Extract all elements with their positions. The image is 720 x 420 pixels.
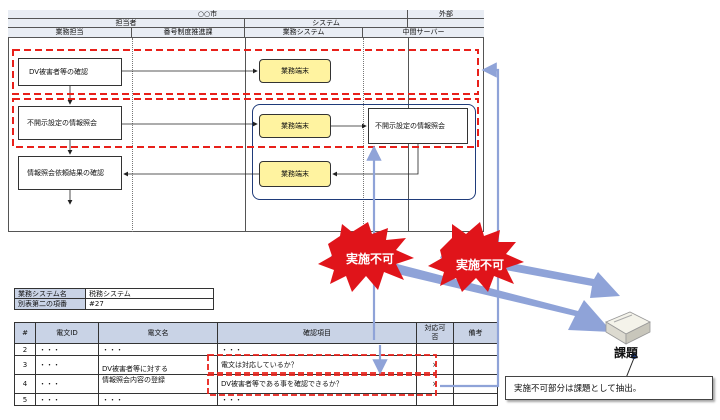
row-note [453,393,498,406]
highlight-row-3 [207,354,437,374]
header-system: システム [245,19,408,28]
server-nondisclosure-query-label: 不開示設定の情報照会 [375,122,445,130]
terminal-2: 業務端末 [259,114,331,138]
process-dv-check: DV被害者等の確認 [18,58,122,86]
issue-callout-text: 実施不可部分は課題として抽出。 [514,384,642,394]
infeasible-burst-1 [318,222,414,292]
infeasible-label-1: 実施不可 [345,252,394,266]
lane-header-bango-seido: 番号制度推進課 [132,28,245,38]
terminal-2-label: 業務端末 [281,122,309,130]
terminal-3: 業務端末 [259,161,331,187]
table-header-row: # 電文ID 電文名 確認項目 対応可否 備考 [14,322,498,344]
terminal-1: 業務端末 [259,59,331,83]
infeasible-burst-2 [428,222,524,292]
process-result-check-label: 情報照会依頼結果の確認 [27,169,104,177]
callout-pointer [625,357,635,379]
lane-divider [132,38,133,232]
table-row: 2 ・・・ ・・・ ・・・ [14,343,498,356]
row-name: ・・・ [98,393,218,406]
process-nondisclosure-query-label: 不開示設定の情報照会 [27,119,97,127]
header-external-spacer [408,19,484,28]
terminal-3-label: 業務端末 [281,170,309,178]
terminal-1-label: 業務端末 [281,67,309,75]
spec-label-system: 業務システム名 [14,288,86,299]
table-row: 4 ・・・ 情報照会内容の登録 DV被害者等である事を確認できるか？ × [14,374,498,394]
link-arrow [440,62,500,388]
highlight-dv-check [12,49,479,95]
system-frame [252,104,476,200]
lane-header-gyomu-tanto: 業務担当 [8,28,132,38]
lane-divider [245,38,246,232]
spec-value-system: 税務システム [86,288,214,299]
table-row: 5 ・・・ ・・・ ・・・ [14,393,498,406]
flow-arrow [332,144,419,177]
issue-callout: 実施不可部分は課題として抽出。 [505,376,713,400]
callout-pointer-dot [631,353,637,359]
header-staff: 担当者 [8,19,245,28]
header-external: 外部 [408,10,484,19]
infeasible-label-2: 実施不可 [455,258,504,272]
lane-header-gyomu-system: 業務システム [245,28,363,38]
spec-label-item: 別表第二の項番 [14,299,86,310]
row-check: ・・・ [217,393,417,406]
issue-box-icon [605,311,651,345]
issue-arrow [330,248,612,332]
highlight-row-4 [207,374,437,396]
spec-value-item: #27 [86,299,214,310]
process-dv-check-label: DV被害者等の確認 [29,68,89,76]
process-result-check: 情報照会依頼結果の確認 [18,156,122,190]
lane-divider [363,38,364,232]
server-nondisclosure-query: 不開示設定の情報照会 [368,108,468,144]
highlight-nondisclosure [12,98,479,148]
process-nondisclosure-query: 不開示設定の情報照会 [18,106,122,140]
lane-header-chukan-server: 中間サーバー [363,28,484,38]
message-table: # 電文ID 電文名 確認項目 対応可否 備考 2 ・・・ ・・・ ・・・ 3 … [14,322,498,406]
header-city: ○○市 [8,10,408,19]
issue-label: 課題 [614,346,639,360]
